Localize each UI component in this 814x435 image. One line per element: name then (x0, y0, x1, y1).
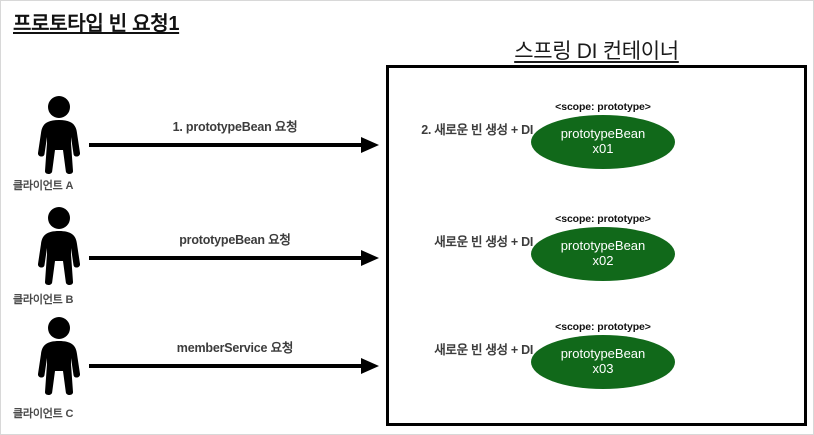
client-a-label: 클라이언트 A (13, 180, 74, 192)
bean-name-2: prototypeBean (560, 238, 646, 254)
di-container-title: 스프링 DI 컨테이너 (514, 40, 679, 63)
bean-scope-label-2: <scope: prototype> (555, 213, 651, 225)
bean-instance-2: x02 (592, 253, 614, 268)
arrow-line (89, 256, 367, 260)
bean-node-2: prototypeBean x02 (531, 227, 675, 281)
request-label-3: memberService 요청 (176, 341, 294, 355)
arrow-head-icon (361, 137, 379, 153)
bean-instance-1: x01 (592, 141, 614, 156)
client-a (13, 95, 105, 175)
request-label-2: prototypeBean 요청 (179, 233, 291, 247)
request-label-1: 1. prototypeBean 요청 (172, 120, 298, 134)
page-title: 프로토타입 빈 요청1 (13, 13, 180, 35)
arrow-head-icon (361, 358, 379, 374)
arrow-line (89, 364, 367, 368)
person-icon (37, 207, 81, 285)
bean-scope-label-1: <scope: prototype> (555, 101, 651, 113)
request-arrow-2 (89, 250, 381, 266)
bean-scope-label-3: <scope: prototype> (555, 321, 651, 333)
bean-step-label-1: 2. 새로운 빈 생성 + DI (421, 123, 533, 137)
bean-step-label-2: 새로운 빈 생성 + DI (434, 235, 533, 249)
bean-name-3: prototypeBean (560, 346, 646, 362)
client-b-label: 클라이언트 B (13, 294, 74, 306)
bean-node-1: prototypeBean x01 (531, 115, 675, 169)
arrow-line (89, 143, 367, 147)
arrow-head-icon (361, 250, 379, 266)
person-icon (37, 317, 81, 395)
client-c-label: 클라이언트 C (13, 408, 74, 420)
bean-node-3: prototypeBean x03 (531, 335, 675, 389)
request-arrow-3 (89, 358, 381, 374)
bean-instance-3: x03 (592, 361, 614, 376)
bean-name-1: prototypeBean (560, 126, 646, 142)
bean-step-label-3: 새로운 빈 생성 + DI (434, 343, 533, 357)
person-icon (37, 96, 81, 174)
client-c (13, 316, 105, 396)
client-b (13, 206, 105, 286)
request-arrow-1 (89, 137, 381, 153)
